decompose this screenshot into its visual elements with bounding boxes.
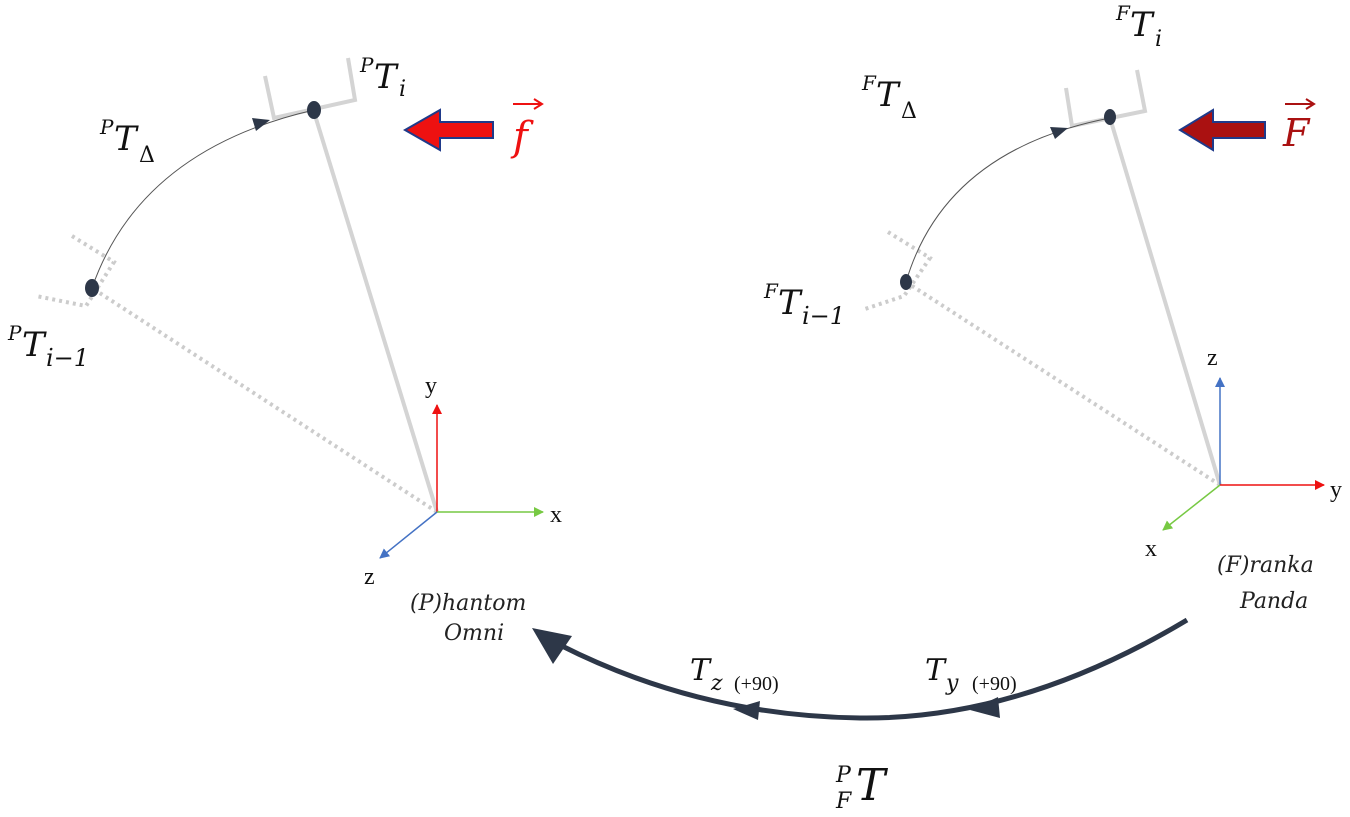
phantom-pose-current-dot	[307, 101, 321, 119]
transform-step-z-sub: z	[710, 671, 723, 696]
transform-arc	[558, 617, 1189, 721]
franka-pose-current-base: T	[1130, 5, 1155, 45]
transform-step-y-angle: (+90)	[972, 673, 1017, 695]
franka-pose-previous-sup: F	[763, 279, 779, 303]
transform-arc-arrowhead-main	[532, 628, 572, 664]
phantom-pose-previous-label: P T i−1	[7, 321, 89, 372]
transform-main-sup: P	[835, 763, 852, 788]
franka-device-label-line2: Panda	[1239, 589, 1308, 614]
franka-pose-previous-label: F T i−1	[763, 279, 845, 330]
phantom-pose-current-base: T	[374, 57, 399, 97]
transform-step-z-base: T	[690, 653, 712, 688]
franka-axis-z-label: z	[1207, 345, 1218, 371]
franka-force-arrow	[1178, 108, 1266, 152]
franka-pose-delta-label: F T Δ	[861, 71, 917, 124]
franka-pose-previous-base: T	[778, 283, 803, 323]
transform-group: T z (+90) T y (+90) P F T	[532, 617, 1189, 814]
transform-step-y-sub: y	[945, 671, 959, 696]
franka-gripper-previous	[861, 230, 933, 312]
phantom-force-symbol: f	[510, 114, 534, 160]
phantom-axis-y-label: y	[425, 373, 437, 399]
phantom-pose-delta-label: P T Δ	[99, 115, 155, 168]
phantom-delta-arc	[91, 109, 315, 289]
franka-force-vector-icon	[1285, 98, 1316, 110]
franka-delta-arc-arrowhead	[1050, 127, 1068, 139]
phantom-z-axis	[379, 511, 438, 559]
franka-axis-y-label: y	[1330, 477, 1342, 503]
phantom-pose-delta-base: T	[114, 119, 139, 159]
phantom-device-label-line2: Omni	[444, 621, 504, 646]
transform-main-label: P F T	[835, 760, 889, 814]
phantom-pose-current-sub: i	[399, 77, 406, 102]
transform-step-z-angle: (+90)	[734, 673, 779, 695]
franka-delta-arc	[905, 117, 1111, 283]
phantom-delta-arc-arrowhead	[252, 118, 270, 131]
franka-pose-delta-sup: F	[861, 71, 877, 95]
franka-pose-current-sub: i	[1155, 27, 1162, 52]
phantom-pose-previous-sub: i−1	[46, 344, 89, 372]
franka-force-label: F	[1282, 111, 1311, 155]
phantom-force-label: f	[510, 114, 534, 160]
transform-step-z-label: T z (+90)	[690, 653, 779, 696]
phantom-link-previous	[90, 286, 439, 514]
transform-step-y-base: T	[925, 653, 947, 688]
phantom-pose-previous-base: T	[22, 325, 47, 365]
franka-pose-delta-base: T	[876, 75, 901, 115]
transform-main-base: T	[856, 760, 889, 811]
franka-x-axis	[1162, 484, 1221, 531]
franka-axis-x-label: x	[1145, 536, 1157, 562]
transform-arc-arrowhead-right	[970, 697, 1000, 718]
franka-pose-current-dot	[1104, 109, 1116, 125]
franka-group: z y x (F)ranka Panda F T i F T Δ F T i−1…	[763, 1, 1342, 614]
franka-device-label-line1: (F)ranka	[1217, 553, 1314, 578]
transform-arc-arrowhead-mid	[733, 701, 760, 720]
franka-link-previous	[904, 280, 1222, 487]
phantom-group: y x z (P)hantom Omni P T i P T Δ P T i−1…	[7, 53, 562, 646]
transform-step-y-label: T y (+90)	[925, 653, 1017, 696]
phantom-force-vector-icon	[513, 98, 544, 110]
franka-link-current	[1108, 117, 1222, 486]
phantom-pose-delta-sup: P	[99, 115, 114, 139]
phantom-gripper-previous	[35, 234, 117, 309]
franka-pose-previous-sub: i−1	[802, 302, 845, 330]
phantom-axis-x-label: x	[550, 502, 562, 528]
phantom-pose-delta-sub: Δ	[139, 143, 155, 168]
franka-pose-delta-sub: Δ	[901, 99, 917, 124]
phantom-pose-current-label: P T i	[359, 53, 406, 102]
transform-main-sub: F	[835, 789, 852, 814]
phantom-link-current	[312, 111, 439, 513]
franka-pose-current-label: F T i	[1115, 1, 1162, 52]
phantom-axis-z-label: z	[364, 564, 375, 590]
franka-pose-current-sup: F	[1115, 1, 1131, 25]
franka-force-symbol: F	[1282, 111, 1311, 155]
franka-pose-previous-dot	[900, 274, 912, 290]
phantom-force-arrow	[402, 108, 494, 152]
phantom-device-label-line1: (P)hantom	[410, 591, 526, 616]
phantom-pose-previous-sup: P	[7, 321, 22, 345]
phantom-pose-previous-dot	[85, 279, 99, 297]
phantom-pose-current-sup: P	[359, 53, 374, 77]
